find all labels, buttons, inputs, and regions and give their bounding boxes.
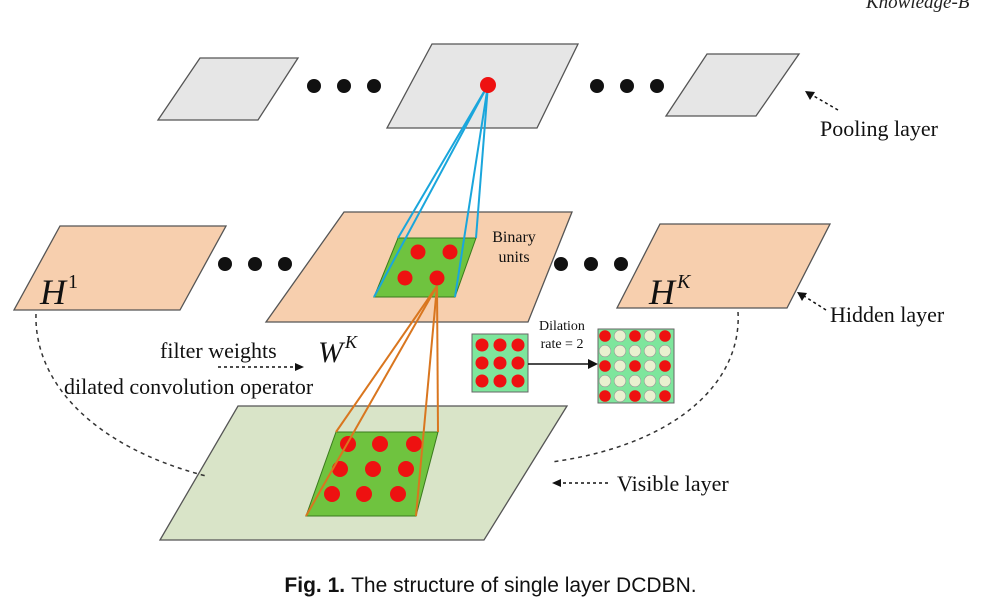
hidden-label-arrow-head: [797, 292, 807, 301]
pooling-layer: [156, 43, 801, 129]
dilated-hole: [643, 329, 657, 343]
pooling-ellipsis-right: [590, 79, 664, 93]
header-fragment: Knowledge-B: [865, 0, 970, 13]
dilated-active-unit: [629, 360, 641, 372]
figure-caption: Fig. 1.The structure of single layer DCD…: [0, 574, 981, 598]
dilated-hole: [643, 374, 657, 388]
dilation-illustration: Dilation rate = 2: [471, 319, 675, 404]
dilated-hole: [613, 389, 627, 403]
dilation-label-line2: rate = 2: [541, 337, 584, 352]
dilated-active-unit: [659, 360, 671, 372]
dilated-active-unit: [659, 330, 671, 342]
pooling-ellipsis-left: [307, 79, 381, 93]
caption-label: Fig. 1.: [284, 574, 346, 597]
pooling-layer-label: Pooling layer: [820, 116, 939, 141]
dilated-hole: [628, 374, 642, 388]
visible-label-arrow-head: [552, 479, 561, 487]
dilation-arrow-head: [588, 359, 598, 369]
dilated-hole: [628, 344, 642, 358]
hidden-layer-label: Hidden layer: [830, 302, 945, 327]
dilation-kernel-large-units: [598, 329, 672, 403]
hidden-map-h1: [12, 225, 228, 311]
hidden-map-hk: [615, 223, 832, 309]
filter-weights-arrow-head: [295, 363, 304, 371]
dilated-hole: [613, 374, 627, 388]
visible-layer-label: Visible layer: [617, 471, 729, 496]
dilated-hole: [643, 359, 657, 373]
binary-units-label-line2: units: [498, 249, 529, 266]
dilated-hole: [613, 344, 627, 358]
pooling-label-arrow-head: [805, 91, 815, 100]
filter-weights-label: filter weights: [160, 338, 277, 363]
dashed-arc-left: [35, 313, 207, 477]
dilated-active-unit: [599, 390, 611, 402]
binary-units-label-line1: Binary: [492, 229, 536, 246]
hidden-ellipsis-right: [554, 257, 628, 271]
dilated-active-unit: [629, 330, 641, 342]
dilated-hole: [658, 344, 672, 358]
dilated-hole: [598, 344, 612, 358]
dilation-kernel-small-units: [475, 338, 525, 388]
dilated-active-unit: [659, 390, 671, 402]
dilated-active-unit: [629, 390, 641, 402]
dilated-active-unit: [599, 330, 611, 342]
pooling-map-right: [664, 53, 801, 117]
dashed-arc-right: [551, 311, 739, 463]
dilated-hole: [658, 374, 672, 388]
hidden-binary-units: [397, 244, 458, 286]
visible-layer: [158, 405, 569, 541]
hidden-ellipsis-left: [218, 257, 292, 271]
dilated-active-unit: [599, 360, 611, 372]
dilated-hole: [598, 374, 612, 388]
dilated-hole: [643, 389, 657, 403]
visible-units: [324, 436, 422, 502]
dilated-hole: [613, 359, 627, 373]
dilated-hole: [613, 329, 627, 343]
hidden-label-arrow-shaft: [803, 295, 827, 311]
caption-text: The structure of single layer DCDBN.: [351, 574, 697, 597]
dilation-label-line1: Dilation: [539, 319, 585, 334]
dilated-convolution-operator-label: dilated convolution operator: [64, 374, 314, 399]
pooling-unit: [480, 77, 496, 93]
pooling-label-arrow-shaft: [811, 94, 839, 111]
dilated-hole: [643, 344, 657, 358]
pooling-connection-lines: [373, 84, 489, 298]
convolution-connection-lines: [305, 285, 439, 517]
pooling-map-left: [156, 57, 300, 121]
